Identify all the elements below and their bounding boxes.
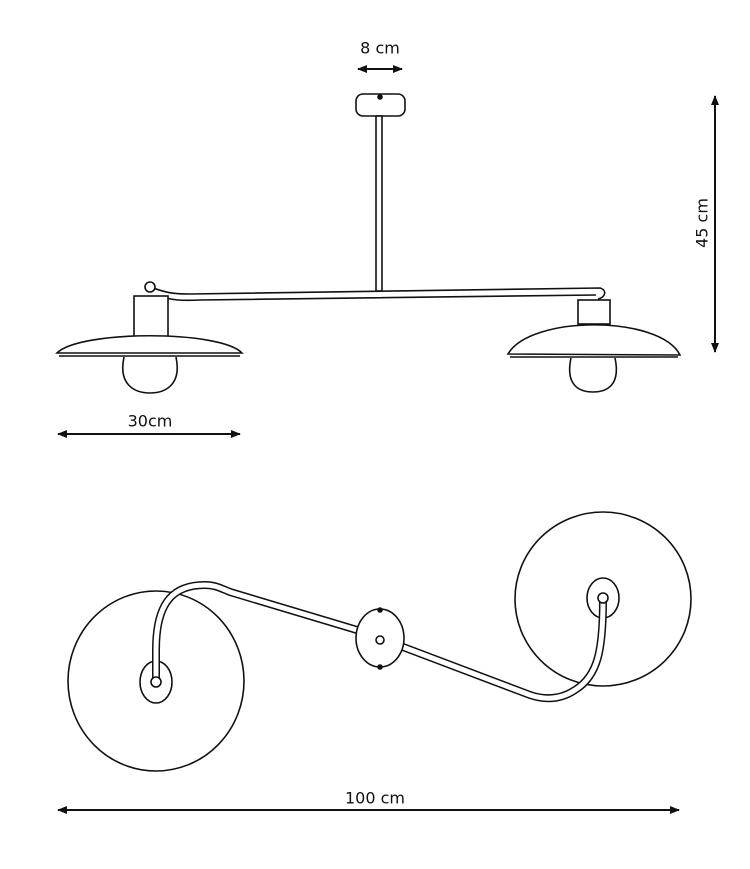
canopy-width-label: 8 cm [360, 38, 400, 58]
left-shade [55, 335, 244, 354]
height-label: 45 cm [692, 198, 712, 248]
left-shade-top [67, 590, 245, 772]
side-view [55, 93, 682, 394]
hub [355, 608, 405, 668]
top-arm-inner [153, 582, 606, 701]
stem [375, 115, 383, 292]
right-bulb [568, 357, 618, 393]
right-shade-top [514, 511, 692, 687]
right-shade [506, 324, 682, 356]
left-bulb [121, 356, 179, 394]
arm-end-knob [144, 281, 156, 293]
total-width-label: 100 cm [344, 788, 406, 808]
top-view [67, 511, 692, 772]
right-socket [577, 299, 611, 325]
left-socket [133, 295, 169, 339]
shade-diameter-label: 30cm [127, 411, 173, 431]
